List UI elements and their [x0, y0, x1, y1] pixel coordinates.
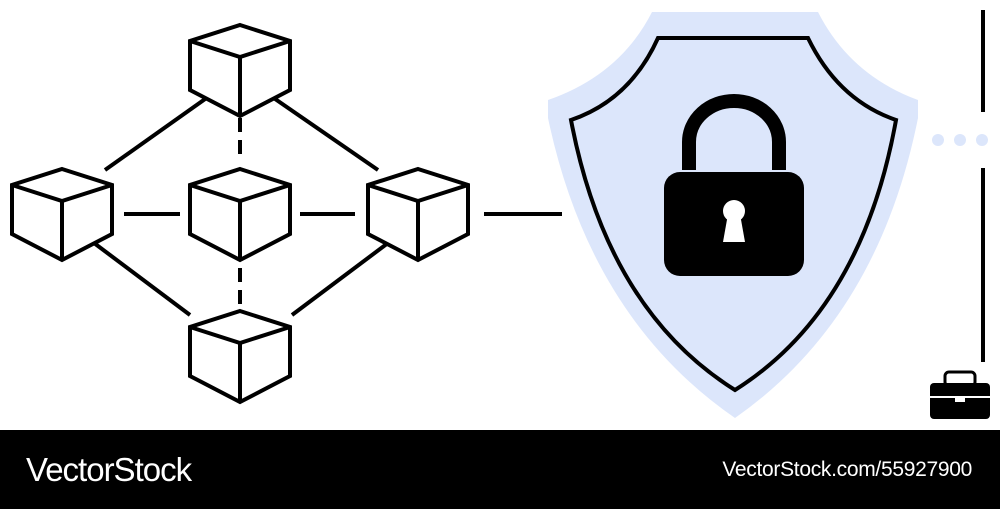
cube-bottom — [188, 308, 292, 405]
watermark-footer: VectorStock VectorStock.com/55927900 — [0, 430, 1000, 509]
shield-outline — [568, 36, 899, 393]
connector-top-right — [263, 90, 380, 172]
padlock-icon — [664, 94, 804, 276]
briefcase-icon — [930, 370, 990, 419]
connector-bottom-right — [290, 238, 394, 317]
connector-top-left — [103, 90, 217, 172]
keyhole-icon — [723, 200, 745, 242]
cube-top — [188, 22, 292, 119]
image-url: VectorStock.com/55927900 — [722, 457, 972, 481]
vectorstock-logo: VectorStock — [26, 450, 192, 488]
illustration — [10, 10, 990, 419]
padlock-shackle — [682, 94, 786, 170]
connector-bottom-left — [88, 238, 192, 317]
cube-left — [10, 166, 114, 263]
network-connectors — [88, 90, 562, 317]
ellipsis-icon — [932, 134, 988, 146]
cube-center — [188, 166, 292, 263]
cube-right — [366, 166, 470, 263]
